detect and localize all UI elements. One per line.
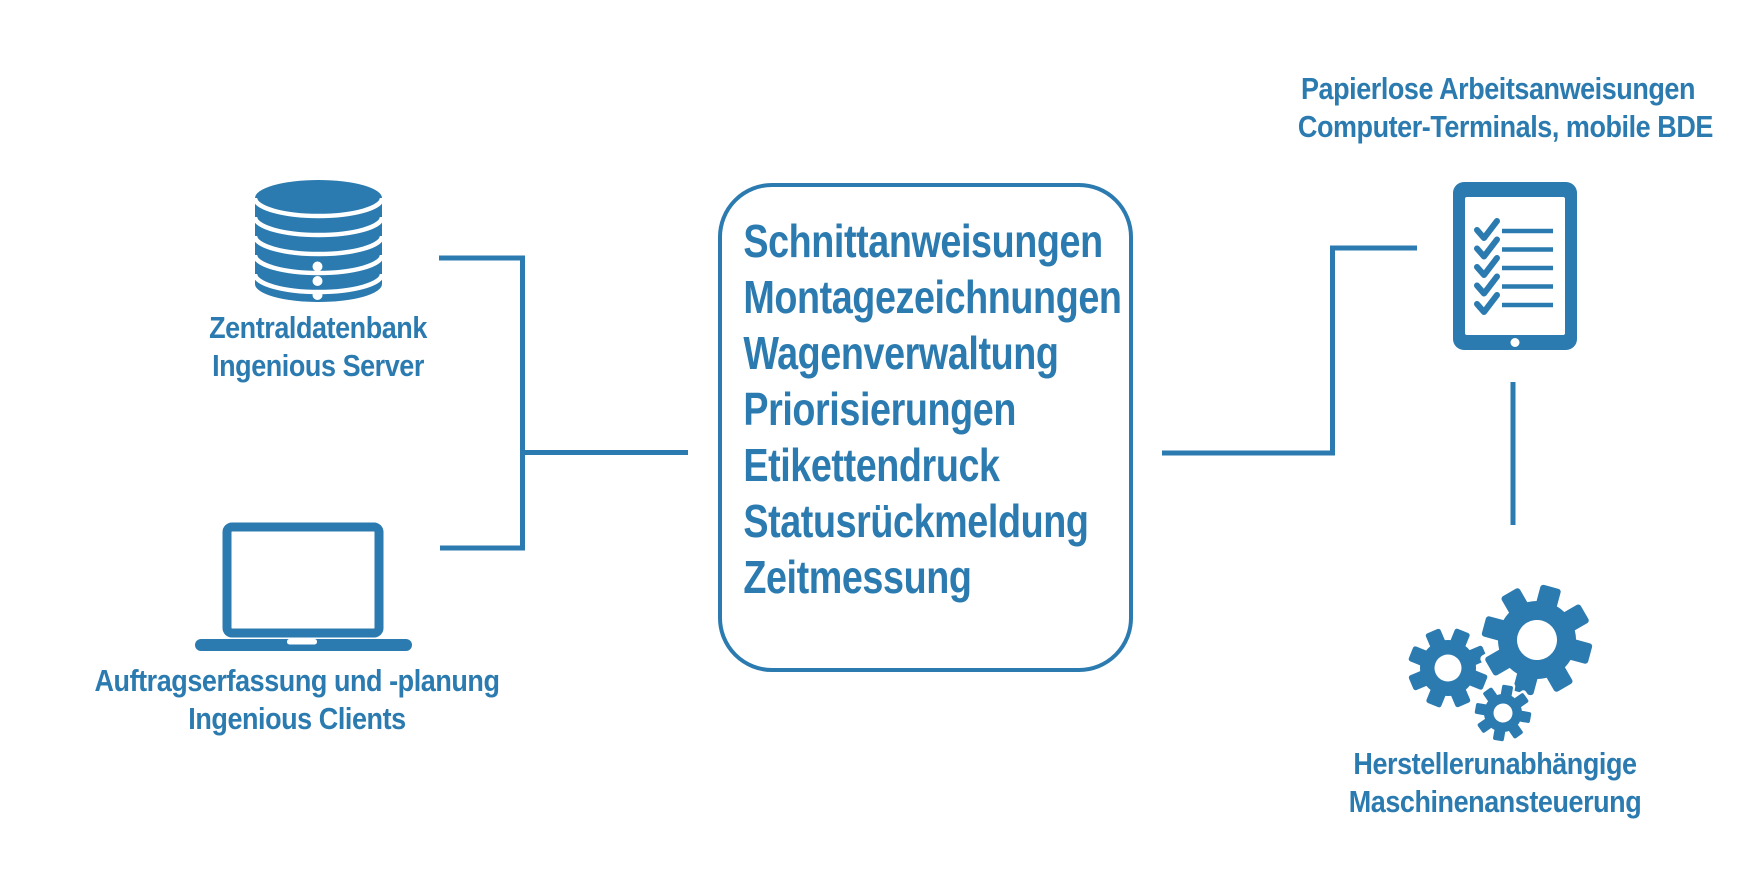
process-item: Etikettendruck (743, 439, 1000, 491)
server-label-line1: Zentraldatenbank (209, 310, 427, 345)
terminals-label-line1: Papierlose Arbeitsanweisungen (1300, 71, 1696, 106)
server-label: Zentraldatenbank Ingenious Server (144, 309, 492, 385)
terminals-label: Papierlose Arbeitsanweisungen Computer-T… (1297, 70, 1713, 146)
clients-label: Auftragserfassung und -planung Ingenious… (80, 662, 515, 738)
connector-right-bracket (1162, 245, 1417, 456)
connector-left-bracket (439, 255, 525, 551)
tablet-checklist-icon (1453, 182, 1577, 350)
process-item: Statusrückmeldung (743, 495, 1089, 547)
clients-label-line1: Auftragserfassung und -planung (94, 663, 500, 698)
database-icon (252, 180, 385, 302)
machines-label-line1: Herstellerunabhängige (1353, 746, 1637, 781)
checklist-rows (1474, 218, 1553, 315)
gear-large (1481, 584, 1593, 696)
terminals-label-line2: Computer-Terminals, mobile BDE (1297, 109, 1713, 144)
laptop-icon (195, 522, 412, 651)
server-label-line2: Ingenious Server (212, 348, 424, 383)
connector-left (439, 255, 688, 551)
gear-medium (1408, 628, 1488, 708)
gear-small (1474, 684, 1532, 742)
clients-label-line2: Ingenious Clients (188, 701, 406, 736)
gears-icon (1408, 580, 1597, 745)
process-item: Montagezeichnungen (743, 271, 1122, 323)
process-item: Wagenverwaltung (743, 327, 1059, 379)
process-item: Zeitmessung (743, 551, 972, 603)
process-item: Priorisierungen (743, 383, 1016, 435)
machines-label-line2: Maschinenansteuerung (1348, 784, 1642, 819)
database-dots (312, 261, 323, 300)
process-item: Schnittanweisungen (743, 215, 1103, 267)
connector-right (1162, 245, 1417, 456)
machines-label: Herstellerunabhängige Maschinenansteueru… (1295, 745, 1695, 821)
